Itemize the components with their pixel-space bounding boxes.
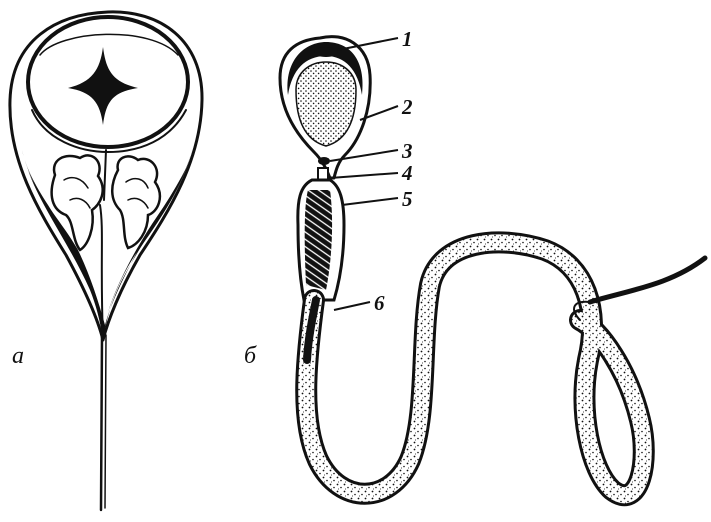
proximal-centriole <box>318 157 330 165</box>
nucleus <box>296 62 356 146</box>
callout-label-2: 2 <box>401 95 413 119</box>
callout-label-3: 3 <box>401 139 413 163</box>
left-organelle <box>52 155 103 250</box>
leader-6 <box>334 302 370 310</box>
callout-label-4: 4 <box>401 161 413 185</box>
leader-4 <box>330 173 398 178</box>
panel-a-drawing <box>10 12 202 510</box>
panel-label-b: б <box>244 343 257 369</box>
mitochondrial-sheath <box>305 190 332 290</box>
callout-label-5: 5 <box>402 187 413 211</box>
leader-3 <box>330 150 398 161</box>
tail-fill <box>306 242 644 495</box>
end-piece <box>590 258 705 302</box>
panel-b-drawing <box>280 37 705 496</box>
callout-label-1: 1 <box>402 27 413 51</box>
leader-5 <box>342 198 398 205</box>
acrosome-tip <box>314 47 338 57</box>
callout-label-6: 6 <box>374 291 385 315</box>
panel-a-tail <box>101 335 102 510</box>
panel-label-a: а <box>12 343 24 369</box>
